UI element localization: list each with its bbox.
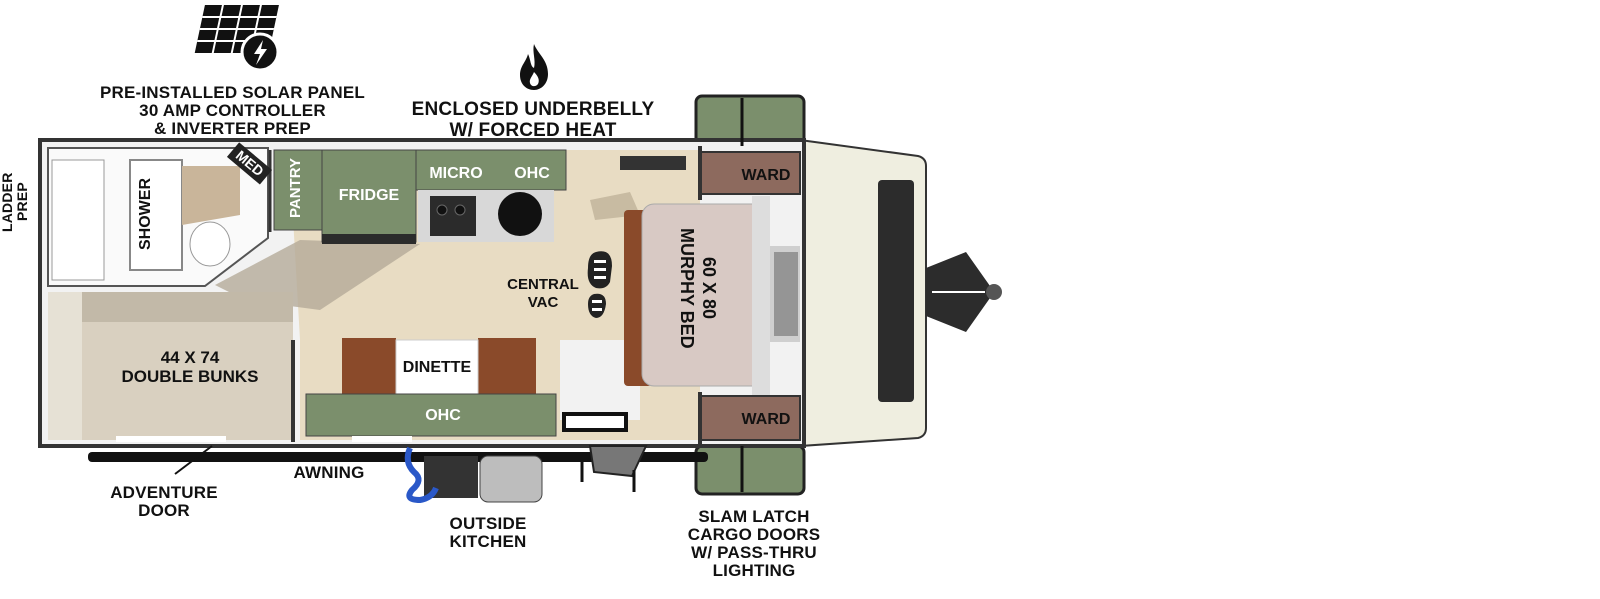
- central-vac-line-2: VAC: [527, 294, 559, 311]
- bunks-line-2: DOUBLE BUNKS: [121, 367, 259, 386]
- cargo-doors-line-4: LIGHTING: [712, 561, 796, 580]
- micro-label: MICRO: [429, 165, 483, 182]
- solar-line-2: 30 AMP CONTROLLER: [139, 101, 326, 120]
- cargo-doors-line-3: W/ PASS-THRU: [691, 543, 817, 562]
- underbelly-line-1: ENCLOSED UNDERBELLY: [411, 99, 655, 120]
- adventure-door-callout: ADVENTURE DOOR: [96, 484, 232, 520]
- outside-kitchen-line-1: OUTSIDE: [449, 514, 527, 533]
- adventure-door-line-2: DOOR: [138, 501, 190, 520]
- fridge-label: FRIDGE: [338, 187, 400, 204]
- boot-print-icon: [587, 251, 612, 318]
- murphy-bed-line-1: 60 X 80: [699, 257, 719, 320]
- awning-callout: AWNING: [293, 463, 365, 482]
- central-vac-line-1: CENTRAL: [507, 276, 579, 293]
- flame-icon: [516, 42, 552, 92]
- pantry-label: PANTRY: [287, 158, 304, 218]
- ohc-bottom-label: OHC: [425, 407, 461, 424]
- adventure-door-line-1: ADVENTURE: [110, 483, 218, 502]
- murphy-bed-line-2: MURPHY BED: [677, 228, 697, 349]
- cargo-doors-line-2: CARGO DOORS: [687, 525, 821, 544]
- solar-line-1: PRE-INSTALLED SOLAR PANEL: [99, 83, 366, 102]
- cargo-doors-callout: SLAM LATCH CARGO DOORS W/ PASS-THRU LIGH…: [672, 508, 836, 580]
- shower-label: SHOWER: [137, 178, 154, 250]
- central-vac-label: CENTRAL VAC: [500, 276, 586, 312]
- ohc-top-label: OHC: [514, 165, 550, 182]
- cargo-doors-line-1: SLAM LATCH: [698, 507, 810, 526]
- underbelly-line-2: W/ FORCED HEAT: [449, 120, 617, 141]
- outside-kitchen-callout: OUTSIDE KITCHEN: [428, 515, 548, 551]
- bunks-label: 44 X 74 DOUBLE BUNKS: [100, 348, 280, 386]
- solar-callout: PRE-INSTALLED SOLAR PANEL 30 AMP CONTROL…: [95, 84, 370, 138]
- solar-line-3: & INVERTER PREP: [154, 119, 311, 138]
- murphy-bed-label: 60 X 80 MURPHY BED: [676, 228, 720, 349]
- ward-bottom-label: WARD: [741, 411, 791, 428]
- underbelly-callout: ENCLOSED UNDERBELLY W/ FORCED HEAT: [398, 99, 668, 141]
- ward-top-label: WARD: [741, 167, 791, 184]
- dinette-label: DINETTE: [402, 359, 472, 376]
- bunks-line-1: 44 X 74: [160, 348, 220, 367]
- outside-kitchen-line-2: KITCHEN: [449, 532, 527, 551]
- solar-panel-icon: [180, 0, 290, 80]
